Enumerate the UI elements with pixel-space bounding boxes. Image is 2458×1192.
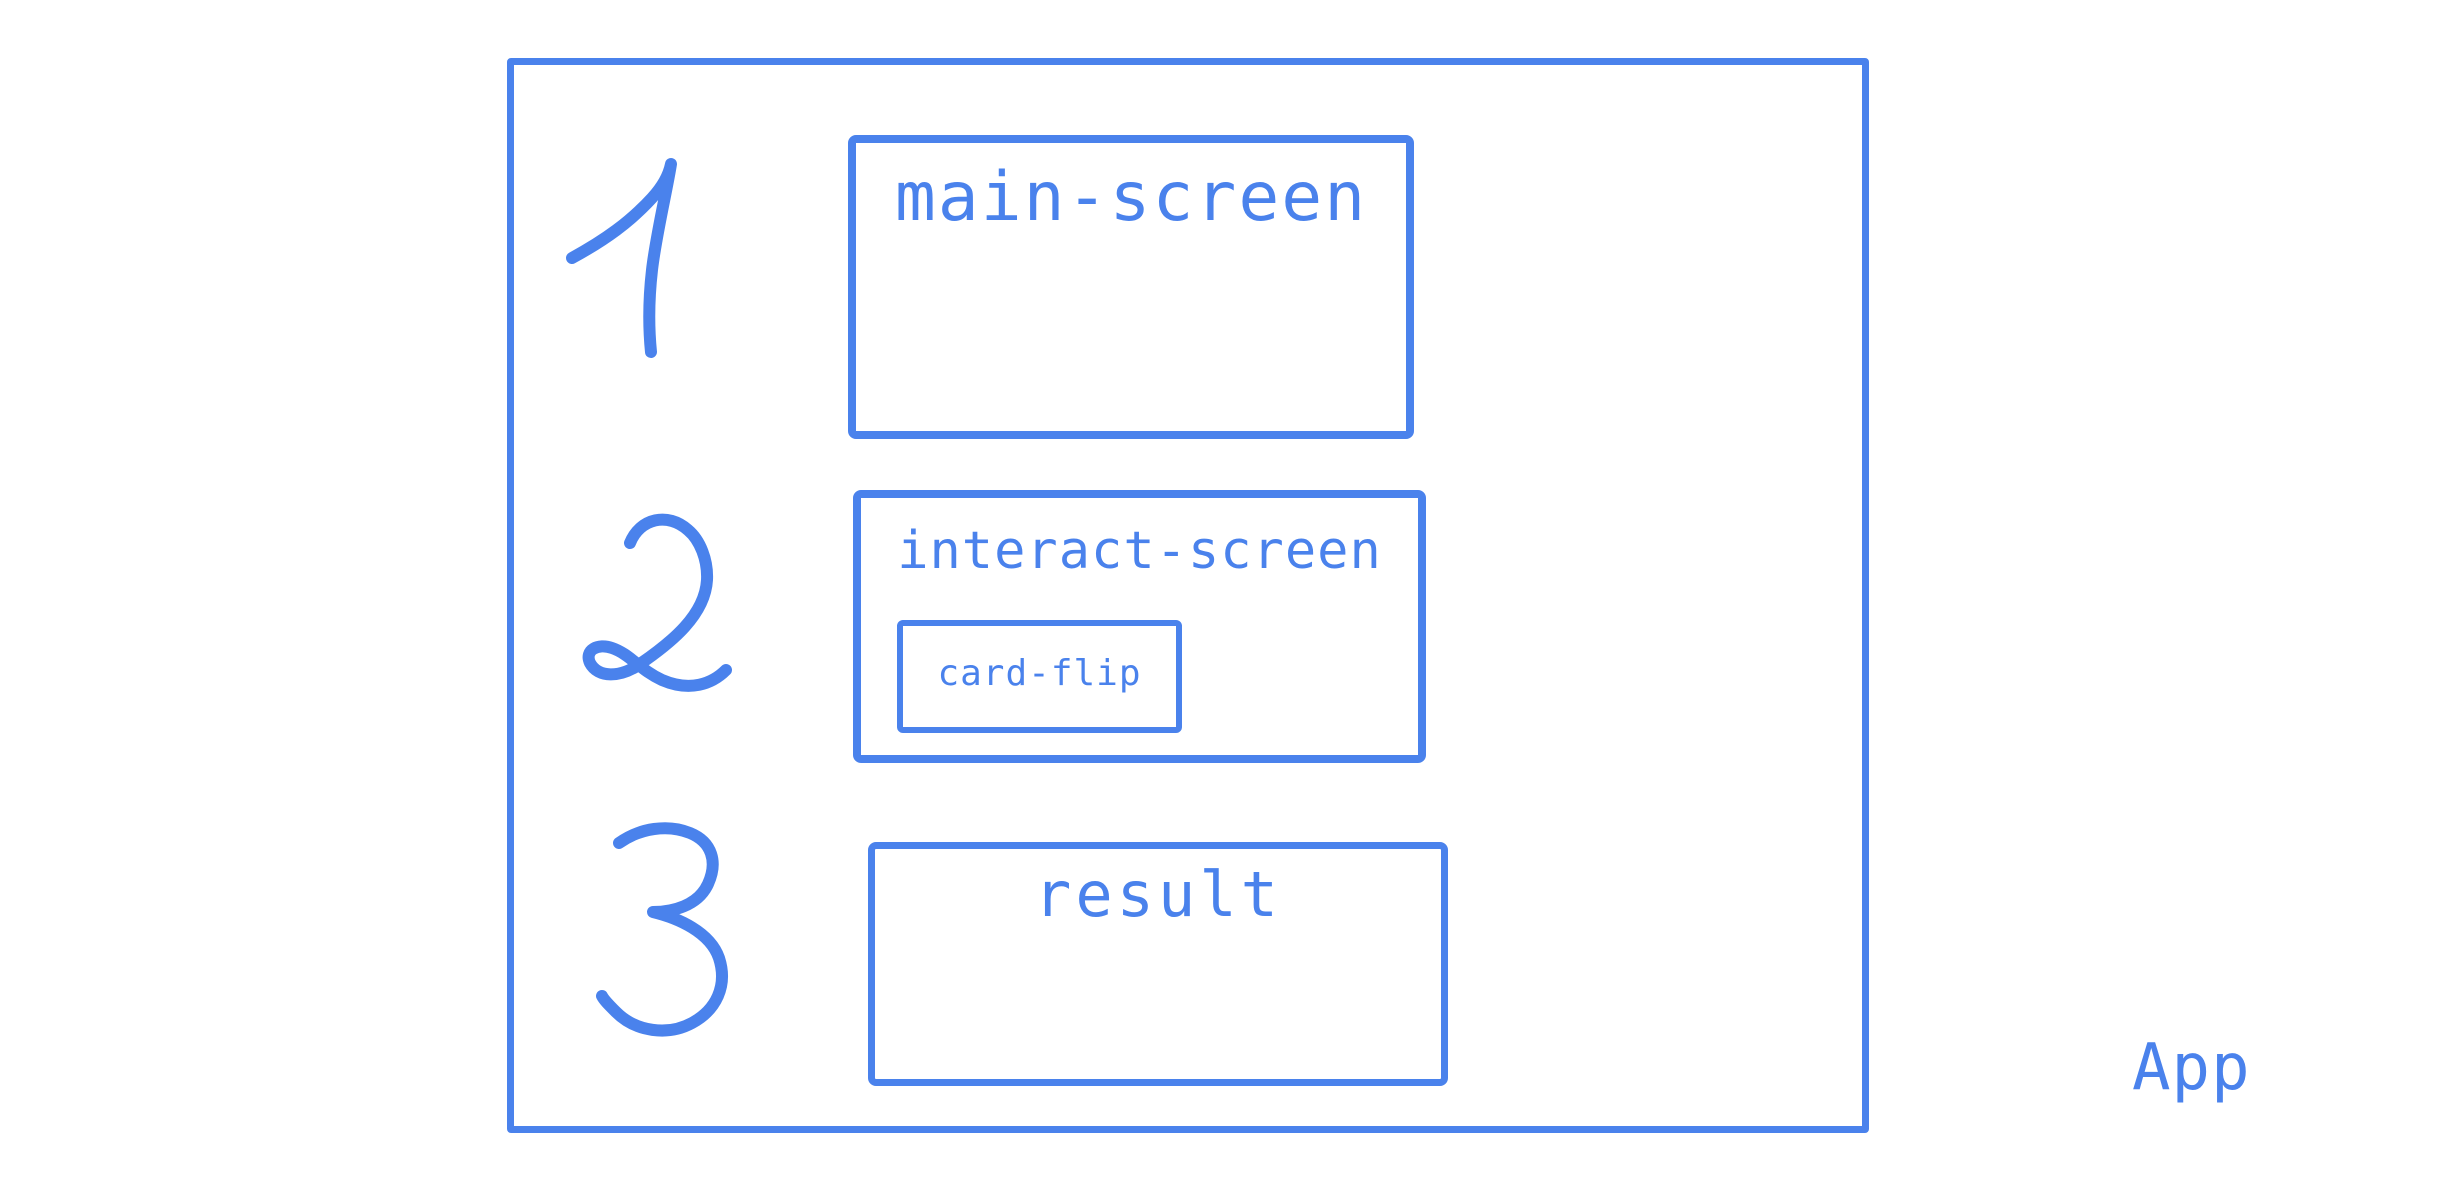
main-screen-label: main-screen [894, 158, 1368, 237]
card-flip-label: card-flip [937, 652, 1142, 694]
result-label: result [1034, 858, 1282, 931]
interact-screen-box: interact-screen [853, 490, 1426, 763]
card-flip-box: card-flip [897, 620, 1182, 733]
main-screen-box: main-screen [848, 135, 1414, 439]
result-box: result [868, 842, 1448, 1086]
interact-screen-label: interact-screen [897, 521, 1382, 581]
app-container-box: App [507, 58, 2250, 1133]
app-label: App [2132, 1031, 2251, 1105]
